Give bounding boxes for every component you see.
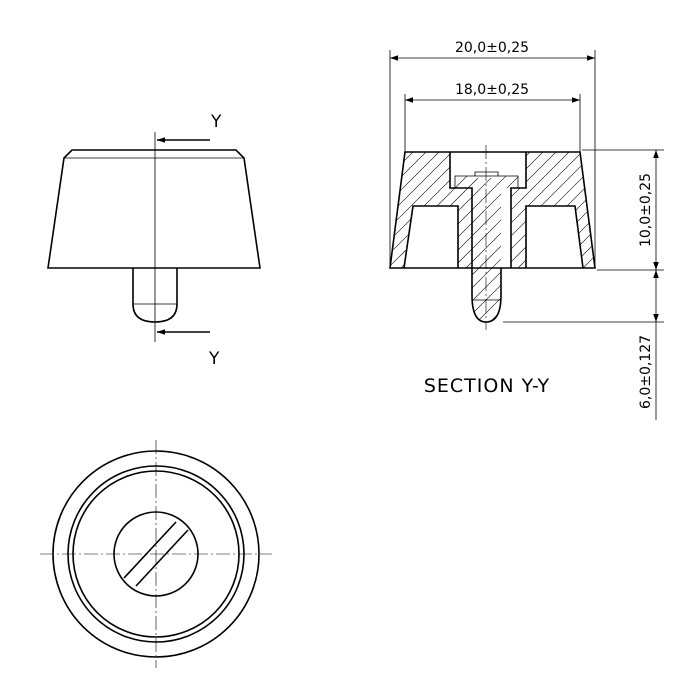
top-view-stem-circle <box>113 511 199 597</box>
hatch-line <box>390 152 478 322</box>
dim-pin-length-label: 6,0±0,127 <box>638 335 654 409</box>
section-view-right-cavity <box>525 205 584 269</box>
top-view-outer-circle <box>52 450 260 658</box>
hatch-line <box>406 152 595 322</box>
section-hatching <box>160 140 595 340</box>
hatch-line <box>432 152 595 322</box>
hatch-line <box>390 152 439 322</box>
section-view-left-cavity <box>403 205 459 269</box>
hatch-line <box>549 152 595 322</box>
top-view-inner-circle <box>72 470 240 638</box>
hatch-line <box>510 152 595 322</box>
top-view-slot-line-2 <box>135 529 189 587</box>
dim-overall-width-label: 20,0±0,25 <box>455 40 529 56</box>
hatch-line <box>390 152 452 322</box>
hatch-line <box>390 152 543 322</box>
dim-body-height-label: 10,0±0,25 <box>638 173 654 247</box>
hatch-line <box>390 152 426 322</box>
section-marker-top-label: Y <box>210 112 222 132</box>
section-view-center-slot <box>454 171 519 188</box>
dim-top-width-label: 18,0±0,25 <box>455 82 529 98</box>
section-marker-bottom-label: Y <box>208 349 220 369</box>
section-title: SECTION Y-Y <box>424 375 550 397</box>
hatch-line <box>393 152 595 322</box>
front-view-body-outline <box>47 149 261 269</box>
hatch-line <box>390 152 413 322</box>
front-view: Y Y <box>47 112 261 369</box>
hatch-line <box>458 152 595 322</box>
section-view: 20,0±0,25 18,0±0,25 10,0±0,25 6,0±0,127 … <box>160 40 664 420</box>
hatch-line <box>484 152 595 322</box>
section-view-top-recess <box>449 152 527 268</box>
hatch-line <box>536 152 595 322</box>
hatch-line <box>173 140 373 340</box>
hatch-line <box>390 152 556 322</box>
hatch-line <box>497 152 595 322</box>
hatch-line <box>390 152 400 322</box>
hatch-line <box>445 152 595 322</box>
top-view-middle-circle <box>67 465 245 643</box>
hatch-line <box>390 152 569 322</box>
hatch-line <box>160 140 360 340</box>
hatch-line <box>523 152 595 322</box>
hatch-line <box>390 152 582 322</box>
hatch-line <box>390 152 465 322</box>
hatch-line <box>186 140 386 340</box>
top-view <box>40 440 272 668</box>
top-view-slot-line-1 <box>123 521 177 579</box>
